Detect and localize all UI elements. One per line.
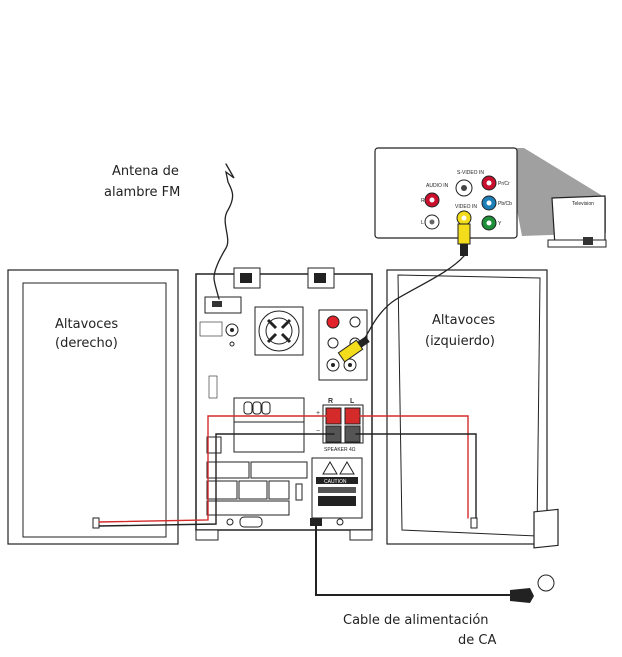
tv-video-in-label: VIDEO IN xyxy=(455,204,477,210)
speaker-left-wire-black xyxy=(355,433,477,519)
power-plug xyxy=(510,508,559,603)
speaker-left-label-line1: Altavoces xyxy=(432,313,496,328)
tv-svideo-jack xyxy=(455,179,473,197)
fm-antenna-terminal xyxy=(204,296,242,314)
speaker-left-terminal xyxy=(470,517,478,529)
tv-audio-l-jack xyxy=(424,214,440,230)
power-cable-label-line1: Cable de alimentación xyxy=(343,613,489,628)
power-cable xyxy=(315,525,531,596)
caution-text: CAUTION xyxy=(324,479,347,485)
power-cable-label-line2: de CA xyxy=(458,633,497,648)
video-cable xyxy=(363,255,465,341)
caution-label: CAUTION xyxy=(311,457,363,519)
speaker-right-wire-red xyxy=(98,415,335,523)
tv-audio-in-label: AUDIO IN xyxy=(426,183,449,189)
tv-y-jack xyxy=(481,215,497,231)
tv-video-jack xyxy=(456,210,472,226)
tv-set-base xyxy=(547,239,607,248)
antenna-label-line1: Antena de xyxy=(112,164,179,179)
tv-r-label: R xyxy=(421,198,425,204)
speaker-right-terminal xyxy=(92,517,100,529)
tv-y-label: Y xyxy=(498,221,502,227)
speaker-left-wire-red xyxy=(351,415,469,519)
tv-set-port xyxy=(583,237,593,245)
tv-audio-r-jack xyxy=(424,192,440,208)
speaker-l-mark: L xyxy=(350,398,355,405)
tv-video-plug xyxy=(457,223,471,245)
fm-antenna-wire xyxy=(213,163,235,300)
cooling-fan xyxy=(254,306,304,356)
unit-video-plug xyxy=(337,336,370,363)
speaker-impedance-label: SPEAKER 4Ω xyxy=(324,447,356,453)
tv-television-label: Television xyxy=(572,201,594,207)
speaker-terminals: R L + − SPEAKER 4Ω xyxy=(316,398,364,453)
tv-pb-label: Pb/Cb xyxy=(498,201,512,207)
speaker-r-mark: R xyxy=(328,398,333,405)
speaker-right-label-line2: (derecho) xyxy=(55,336,118,351)
speaker-plus-mark: + xyxy=(316,410,320,417)
antenna-label-line2: alambre FM xyxy=(104,185,181,200)
television-group: AUDIO IN S-VIDEO IN VIDEO IN Pr/Cr Pb/Cb… xyxy=(374,147,607,256)
tv-pr-label: Pr/Cr xyxy=(498,181,510,187)
speaker-right-label-line1: Altavoces xyxy=(55,317,119,332)
speaker-right-wire-black xyxy=(98,433,335,527)
speaker-minus-mark: − xyxy=(316,428,320,435)
tv-video-plug-boot xyxy=(460,244,468,256)
tv-pb-jack xyxy=(481,195,497,211)
tv-svideo-label: S-VIDEO IN xyxy=(457,170,484,176)
tv-pr-jack xyxy=(481,175,497,191)
tv-panel xyxy=(374,147,518,239)
tv-l-label: L xyxy=(421,220,424,226)
main-unit: R L + − SPEAKER 4Ω CAUTION xyxy=(195,267,373,541)
speaker-left-box xyxy=(386,269,548,545)
speaker-right-box xyxy=(7,269,179,545)
wires xyxy=(98,163,531,596)
speaker-left-label-line2: (izquierdo) xyxy=(425,334,496,349)
